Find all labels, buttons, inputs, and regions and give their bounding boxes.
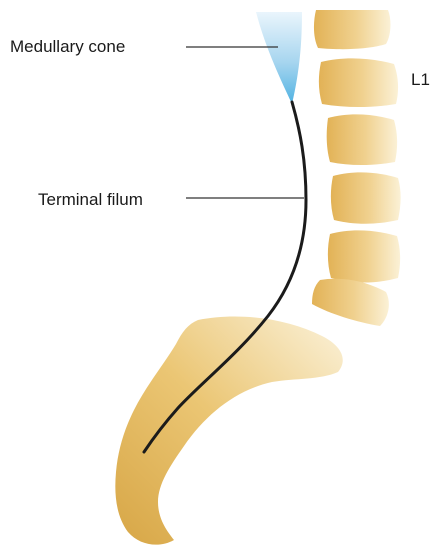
vertebra-l3 [330,172,401,224]
terminal-filum [142,100,308,454]
vertebra-l4 [327,230,401,283]
vertebra-l2 [326,114,398,165]
vertebral-column [312,10,401,326]
medullary-cone [256,12,302,104]
sacrum [115,316,343,545]
medullary-cone-label: Medullary cone [10,37,126,56]
vertebra-l1-label: L1 [411,70,430,89]
terminal-filum-label: Terminal filum [38,190,143,209]
vertebra-t12 [313,10,391,50]
vertebra-l5 [312,278,389,326]
vertebra-l1 [318,58,399,107]
